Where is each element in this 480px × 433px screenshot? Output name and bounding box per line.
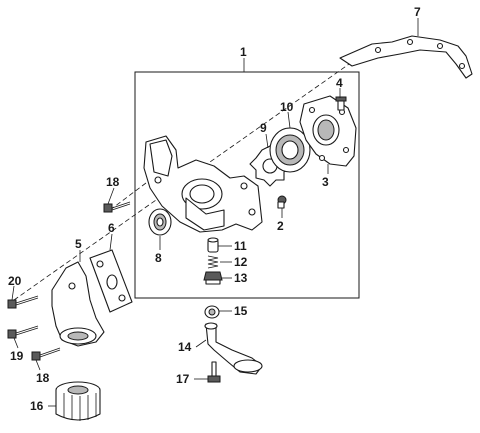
callout-2: 2	[277, 219, 284, 233]
callout-11: 11	[234, 239, 247, 253]
callout-19: 19	[10, 349, 24, 363]
callout-9: 9	[260, 121, 267, 135]
callout-14: 14	[178, 340, 192, 354]
callout-15: 15	[234, 304, 248, 318]
bolt-part-17	[207, 361, 221, 383]
bolt-part-2	[277, 195, 287, 209]
callout-10: 10	[280, 100, 294, 114]
callout-5: 5	[75, 237, 82, 251]
callout-17: 17	[176, 372, 190, 386]
plug-part-13	[203, 271, 223, 285]
filter-housing-part-5	[51, 261, 105, 347]
callout-6: 6	[108, 221, 115, 235]
gasket-plate-part-6	[89, 249, 133, 313]
callout-7: 7	[414, 5, 421, 19]
callout-20: 20	[8, 274, 22, 288]
oil-strainer-part-14	[204, 322, 263, 375]
callout-4: 4	[336, 76, 343, 90]
pump-cover-part-3	[299, 95, 357, 167]
leader-20	[11, 285, 15, 301]
leader-9	[265, 133, 269, 149]
leader-19	[13, 337, 19, 349]
bolt-part-19	[7, 325, 39, 339]
outer-rotor-part-10	[269, 127, 311, 173]
oil-pump-assembly-frame	[134, 71, 360, 299]
leader-18a	[107, 187, 115, 205]
pump-housing-part-1	[143, 135, 263, 233]
leader-6	[109, 233, 113, 251]
callout-1: 1	[240, 45, 247, 59]
callout-3: 3	[322, 175, 329, 189]
oil-seal-part-8	[148, 208, 172, 236]
callout-16: 16	[30, 399, 44, 413]
callout-8: 8	[155, 251, 162, 265]
bolt-part-18-lower	[31, 347, 61, 361]
callout-18-lower: 18	[36, 371, 50, 385]
callout-12: 12	[234, 255, 248, 269]
oil-filter-part-16	[55, 381, 101, 421]
leader-14	[195, 339, 207, 348]
alignment-line	[13, 61, 353, 301]
leader-10	[287, 111, 291, 129]
gasket-strip-part-7	[339, 35, 473, 79]
leader-18b	[35, 359, 41, 371]
oring-part-15	[204, 305, 220, 319]
callout-13: 13	[234, 271, 248, 285]
callout-18-upper: 18	[106, 175, 120, 189]
spring-part-12	[207, 255, 219, 269]
screw-part-4	[335, 96, 347, 111]
alignment-line-2	[109, 179, 151, 211]
relief-plunger-part-11	[207, 237, 219, 253]
